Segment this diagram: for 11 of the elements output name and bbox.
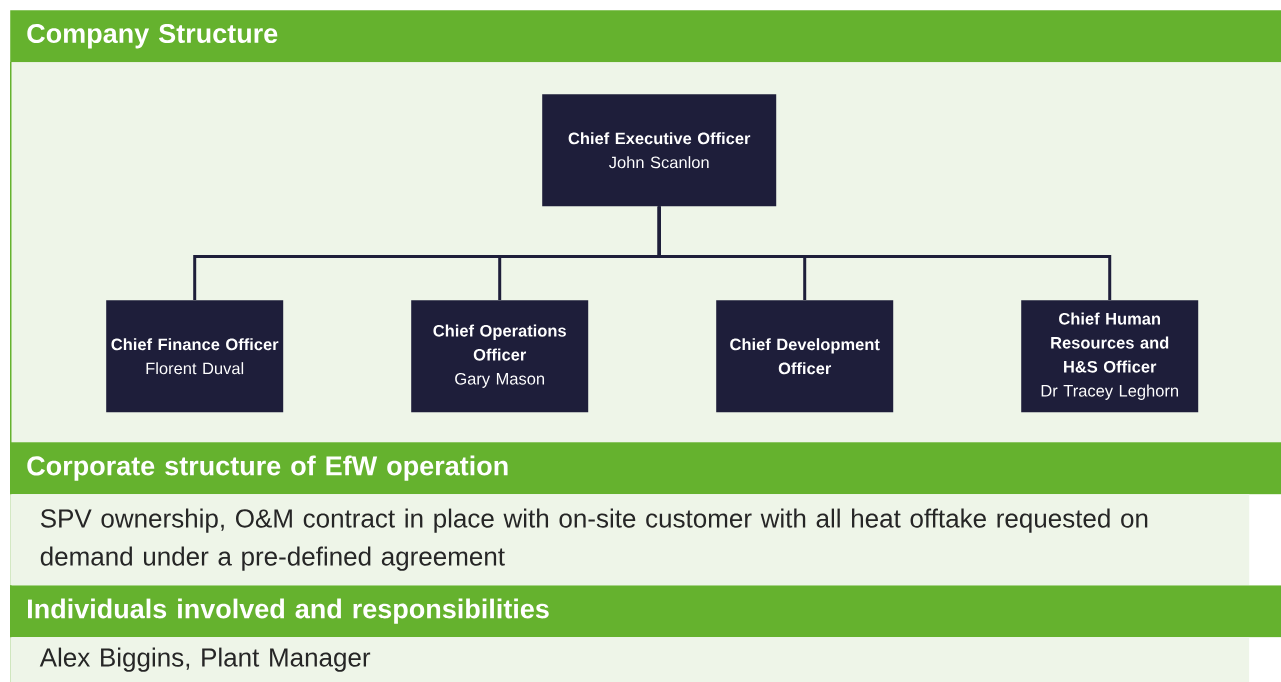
section-text: SPV ownership, O&M contract in place with on-site customer with all heat offtake requested on demand under a pre-defined agreement [10,494,1250,586]
org-chart-box: Chief Finance Officer Florent Duval [106,300,284,413]
section-header: Individuals involved and responsibilities [10,585,1281,638]
org-chart-box: Chief Human Resources and H&S Officer Dr Tracey Leghorn [1021,300,1199,413]
section-header: Company Structure [10,10,1281,63]
org-chart-box: Chief Operations Officer Gary Mason [411,300,589,413]
section-header: Corporate structure of EfW operation [10,442,1281,495]
org-chart-box: Chief Development Officer [716,300,894,413]
org-chart-box: Chief Executive Officer John Scanlon [542,94,777,207]
connector-line [657,206,1112,300]
section-text: Alex Biggins, Plant Manager [10,637,1250,682]
